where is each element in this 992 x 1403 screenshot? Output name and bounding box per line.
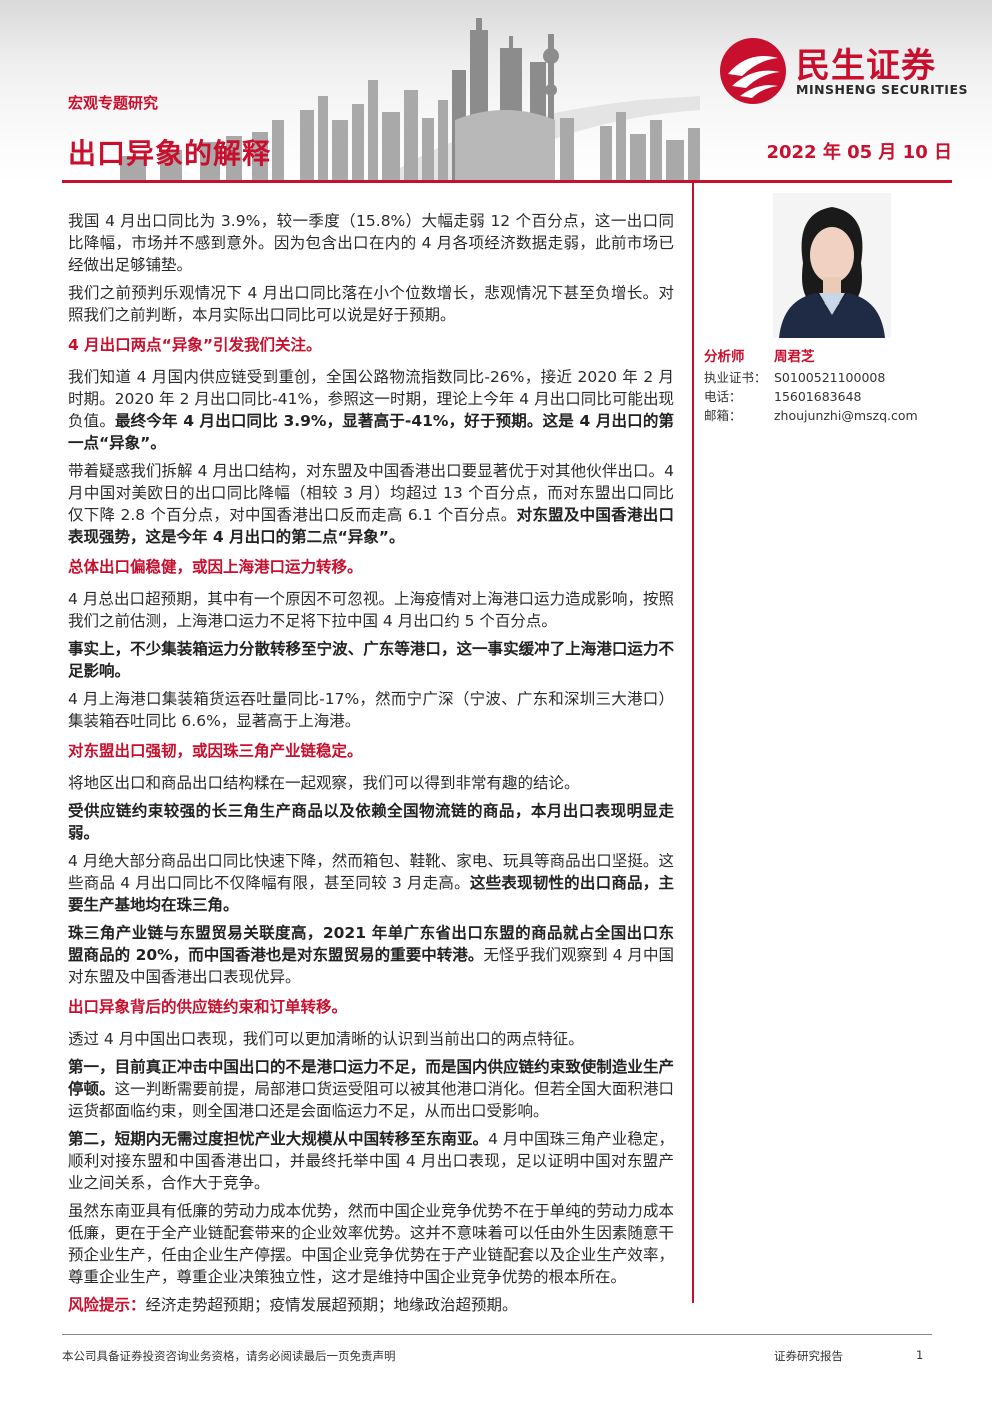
report-body: 我国 4 月出口同比为 3.9%，较一季度（15.8%）大幅走弱 12 个百分点… [68, 210, 674, 1322]
email-row: 邮箱： zhoujunzhi@mszq.com [704, 406, 974, 425]
paragraph: 第一，目前真正冲击中国出口的不是港口运力不足，而是国内供应链约束致使制造业生产停… [68, 1058, 674, 1120]
footer-divider [62, 1334, 932, 1335]
analyst-portrait-image [773, 193, 891, 338]
analyst-name: 周君芝 [774, 349, 815, 365]
paragraph: 4 月上海港口集装箱货运吞吐量同比-17%，然而宁广深（宁波、广东和深圳三大港口… [68, 690, 674, 730]
risk-text: 经济走势超预期；疫情发展超预期；地缘政治超预期。 [145, 1296, 518, 1314]
phone-label: 电话： [704, 389, 742, 404]
logo-english-name: MINSHENG SECURITIES [796, 82, 968, 97]
risk-label: 风险提示： [68, 1296, 146, 1314]
section-heading: 出口异象背后的供应链约束和订单转移。 [68, 998, 348, 1016]
city-skyline-image [120, 18, 700, 182]
paragraph: 将地区出口和商品出口结构糅在一起观察，我们可以得到非常有趣的结论。 [68, 774, 580, 792]
cert-label: 执业证书： [704, 370, 767, 385]
logo-chinese-name: 民生证券 [796, 46, 936, 86]
email-label: 邮箱： [704, 408, 742, 423]
phone-row: 电话： 15601683648 [704, 387, 974, 406]
header-divider [62, 180, 952, 183]
page-number: 1 [916, 1348, 924, 1362]
section-heading: 总体出口偏稳健，或因上海港口运力转移。 [68, 558, 363, 576]
analyst-row: 分析师 周君芝 [704, 346, 974, 368]
section-heading: 对东盟出口强韧，或因珠三角产业链稳定。 [68, 742, 363, 760]
paragraph: 第二，短期内无需过度担忧产业大规模从中国转移至东南亚。4 月中国珠三角产业稳定，… [68, 1130, 674, 1192]
report-title: 出口异象的解释 [68, 137, 272, 170]
cert-row: 执业证书： S0100521100008 [704, 368, 974, 387]
analyst-info: 分析师 周君芝 执业证书： S0100521100008 电话： 1560168… [704, 346, 974, 425]
header-banner [0, 0, 992, 182]
paragraph: 受供应链约束较强的长三角生产商品以及依赖全国物流链的商品，本月出口表现明显走弱。 [68, 802, 674, 842]
footer-disclaimer: 本公司具备证券投资咨询业务资格，请务必阅读最后一页免责声明 [62, 1349, 396, 1363]
paragraph: 珠三角产业链与东盟贸易关联度高，2021 年单广东省出口东盟的商品就占全国出口东… [68, 924, 674, 986]
report-category: 宏观专题研究 [68, 94, 159, 112]
paragraph: 我们之前预判乐观情况下 4 月出口同比落在小个位数增长，悲观情况下甚至负增长。对… [68, 284, 674, 324]
footer-report-type: 证券研究报告 [774, 1349, 843, 1363]
analyst-photo [773, 193, 891, 338]
cert-number: S0100521100008 [774, 370, 886, 385]
paragraph: 事实上，不少集装箱运力分散转移至宁波、广东等港口，这一事实缓冲了上海港口运力不足… [68, 640, 674, 680]
paragraph: 我们知道 4 月国内供应链受到重创，全国公路物流指数同比-26%，接近 2020… [68, 368, 674, 452]
paragraph: 虽然东南亚具有低廉的劳动力成本优势，然而中国企业竞争优势不在于单纯的劳动力成本低… [68, 1202, 674, 1286]
email-address[interactable]: zhoujunzhi@mszq.com [774, 408, 918, 423]
analyst-role-label: 分析师 [704, 349, 745, 365]
paragraph: 透过 4 月中国出口表现，我们可以更加清晰的认识到当前出口的两点特征。 [68, 1030, 584, 1048]
paragraph: 4 月总出口超预期，其中有一个原因不可忽视。上海疫情对上海港口运力造成影响，按照… [68, 590, 674, 630]
paragraph: 带着疑惑我们拆解 4 月出口结构，对东盟及中国香港出口要显著优于对其他伙伴出口。… [68, 462, 674, 546]
report-date: 2022 年 05 月 10 日 [766, 142, 952, 163]
paragraph: 4 月绝大部分商品出口同比快速下降，然而箱包、鞋靴、家电、玩具等商品出口坚挺。这… [68, 852, 674, 914]
phone-number: 15601683648 [774, 389, 862, 404]
minsheng-logo: 民生证券 MINSHENG SECURITIES [718, 36, 968, 106]
paragraph: 我国 4 月出口同比为 3.9%，较一季度（15.8%）大幅走弱 12 个百分点… [68, 212, 674, 274]
section-heading: 4 月出口两点“异象”引发我们关注。 [68, 336, 322, 354]
column-divider [692, 183, 694, 1303]
risk-warning: 风险提示：经济走势超预期；疫情发展超预期；地缘政治超预期。 [68, 1294, 674, 1316]
minsheng-emblem-icon [720, 38, 786, 104]
